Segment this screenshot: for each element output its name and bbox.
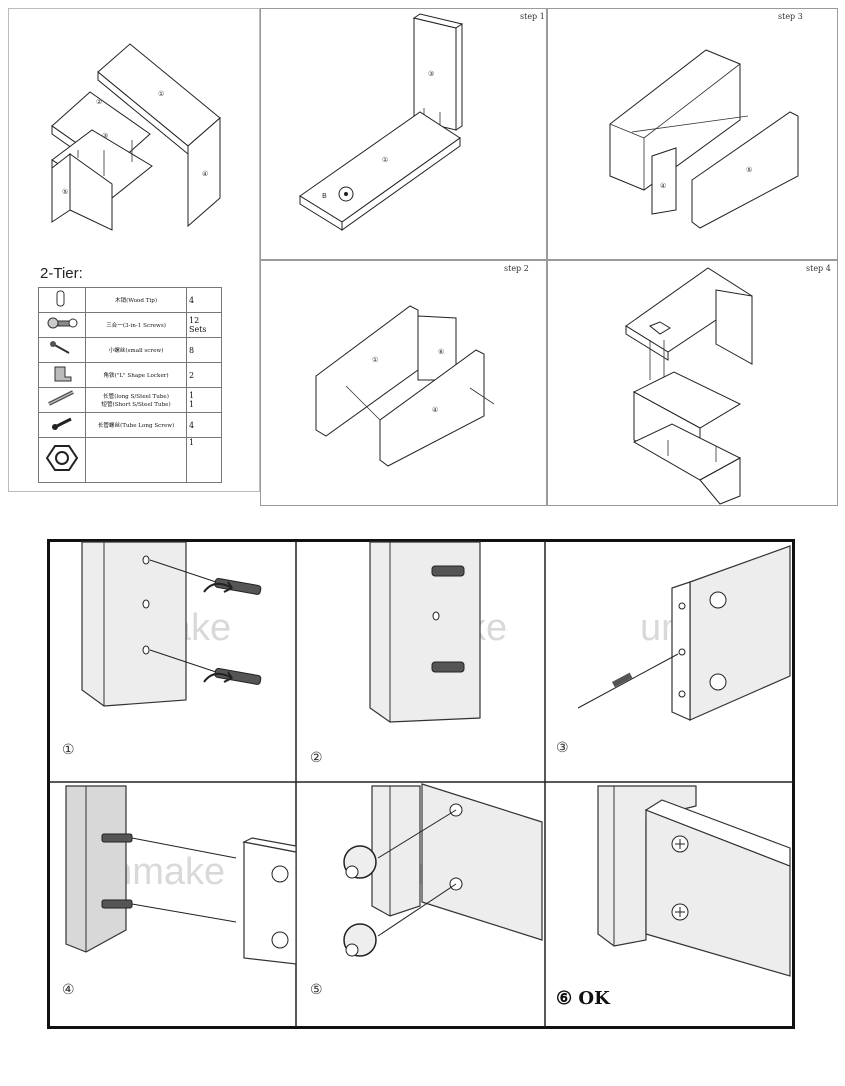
part-qty: 1 xyxy=(186,437,222,483)
l-shape-locker-icon xyxy=(54,366,72,382)
swivel-plate-icon xyxy=(45,445,79,471)
small-screw-icon xyxy=(50,341,70,354)
step2-num-4: ④ xyxy=(432,406,438,414)
parts-row: 三合一(3-in-1 Screws) 12 Sets xyxy=(38,312,222,338)
tier-title: 2-Tier: xyxy=(40,265,83,282)
overview-num-3: ③ xyxy=(102,132,108,140)
parts-row: 角铁("L" Shape Locker) 2 xyxy=(38,362,222,388)
step1-label: step 1 xyxy=(520,12,545,21)
part-qty: 1 1 xyxy=(186,387,222,413)
step4-label: step 4 xyxy=(806,264,831,273)
parts-row: 木销(Wood Tip) 4 xyxy=(38,287,222,313)
part-name xyxy=(85,437,187,483)
part-qty: 4 xyxy=(186,287,222,313)
part-name: 木销(Wood Tip) xyxy=(85,287,187,313)
parts-row: 1 xyxy=(38,437,222,483)
three-in-one-screw-icon xyxy=(47,317,78,329)
step3-label: step 3 xyxy=(778,12,803,21)
part-name: 三合一(3-in-1 Screws) xyxy=(85,312,187,338)
part-qty: 4 xyxy=(186,412,222,438)
step2-frame xyxy=(260,260,547,506)
wood-tip-icon xyxy=(56,290,65,307)
parts-row: 长管螺丝(Tube Long Screw) 4 xyxy=(38,412,222,438)
step3-num-5: ⑤ xyxy=(746,166,752,174)
tube-long-screw-icon xyxy=(52,417,72,430)
step1-num-3: ③ xyxy=(428,70,434,78)
detail-caption-4: ④ xyxy=(62,982,75,998)
step3-num-4: ④ xyxy=(660,182,666,190)
detail-caption-2: ② xyxy=(310,750,323,766)
detail-grid xyxy=(47,539,795,1029)
overview-num-2: ② xyxy=(96,98,102,106)
step1-num-1: ① xyxy=(382,156,388,164)
detail-caption-1: ① xyxy=(62,742,75,758)
step2-label: step 2 xyxy=(504,264,529,273)
overview-num-5: ⑤ xyxy=(62,188,68,196)
step2-num-6: ⑥ xyxy=(438,348,444,356)
detail-caption-5: ⑤ xyxy=(310,982,323,998)
parts-table: 木销(Wood Tip) 4 三合一(3-in-1 Screws) 12 Set… xyxy=(38,287,222,483)
part-name: 角铁("L" Shape Locker) xyxy=(85,362,187,388)
parts-row: 小螺丝(small screw) 8 xyxy=(38,337,222,363)
detail-caption-6-ok: ⑥ OK xyxy=(556,988,611,1009)
step2-num-1: ① xyxy=(372,356,378,364)
part-qty: 8 xyxy=(186,337,222,363)
parts-row: 长管(long S/Steel Tube) 短管(Short S/Steel T… xyxy=(38,387,222,413)
overview-num-4: ④ xyxy=(202,170,208,178)
detail-caption-3: ③ xyxy=(556,740,569,756)
overview-num-1: ① xyxy=(158,90,164,98)
steel-tube-icon xyxy=(48,390,74,406)
step1-b-label: B xyxy=(322,192,327,200)
